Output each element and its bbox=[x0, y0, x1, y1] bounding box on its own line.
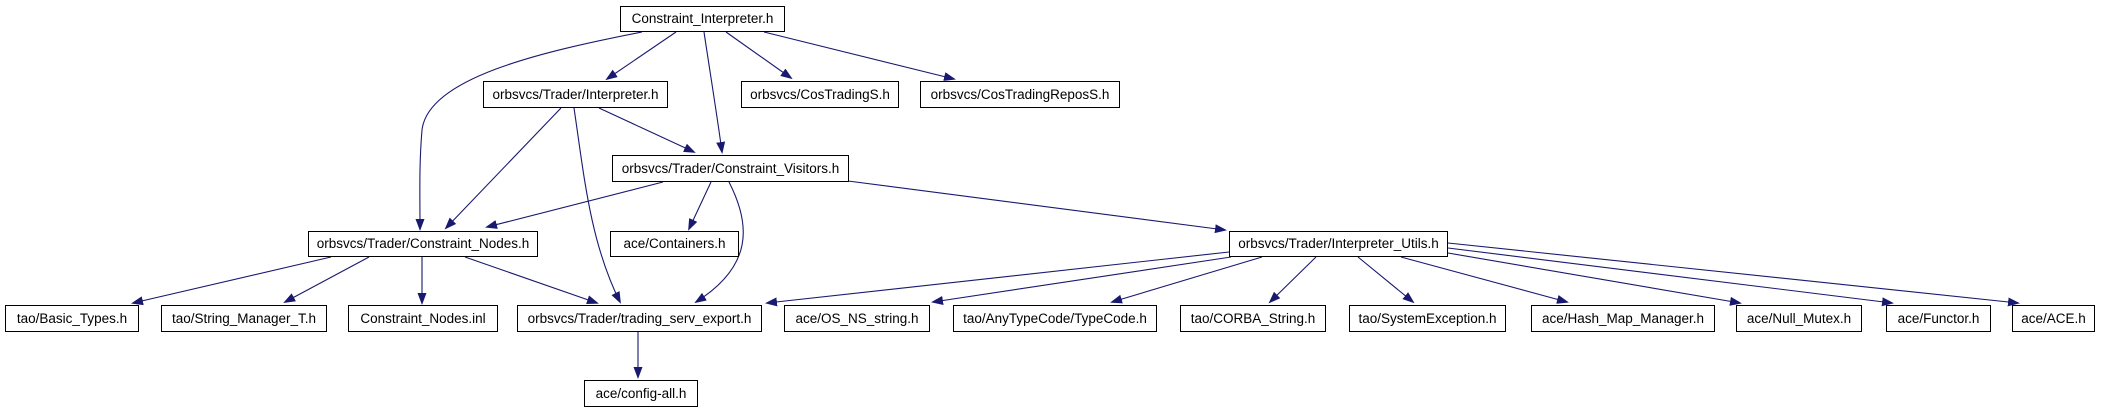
node-label: tao/CORBA_String.h bbox=[1190, 310, 1316, 326]
node-ace-os-ns-string: ace/OS_NS_string.h bbox=[784, 305, 930, 332]
edge-constraint-visitors-to-constraint-nodes bbox=[485, 181, 664, 229]
edge-interpreter-utils-to-trading-serv-export bbox=[765, 251, 1230, 307]
node-ace-ace: ace/ACE.h bbox=[2012, 305, 2095, 332]
node-label: orbsvcs/CosTradingS.h bbox=[750, 86, 890, 102]
edge-constraint-interpreter-to-trader-interpreter bbox=[605, 31, 677, 81]
node-tao-string-manager: tao/String_Manager_T.h bbox=[161, 305, 327, 332]
edge-constraint-nodes-to-tao-string-manager bbox=[283, 256, 370, 303]
node-label: tao/SystemException.h bbox=[1358, 310, 1497, 326]
node-ace-functor: ace/Functor.h bbox=[1886, 305, 1991, 332]
edge-interpreter-utils-to-tao-corba-string bbox=[1268, 256, 1317, 304]
node-label: ace/Hash_Map_Manager.h bbox=[1541, 310, 1705, 326]
node-label: ace/Null_Mutex.h bbox=[1746, 310, 1852, 326]
edge-constraint-interpreter-to-costradings bbox=[725, 31, 793, 80]
edge-constraint-interpreter-to-constraint-visitors bbox=[703, 31, 726, 154]
node-tao-typecode: tao/AnyTypeCode/TypeCode.h bbox=[953, 305, 1157, 332]
node-constraint-nodes-inl[interactable]: Constraint_Nodes.inl bbox=[348, 305, 498, 332]
node-constraint-visitors[interactable]: orbsvcs/Trader/Constraint_Visitors.h bbox=[612, 155, 849, 182]
node-ace-null-mutex: ace/Null_Mutex.h bbox=[1736, 305, 1862, 332]
edge-interpreter-utils-to-ace-functor bbox=[1447, 247, 1894, 307]
node-ace-config-all: ace/config-all.h bbox=[584, 380, 698, 407]
edge-trader-interpreter-to-trading-serv-export bbox=[573, 107, 621, 304]
node-label: tao/Basic_Types.h bbox=[16, 310, 128, 326]
node-trading-serv-export[interactable]: orbsvcs/Trader/trading_serv_export.h bbox=[517, 305, 762, 332]
node-label: orbsvcs/Trader/Constraint_Nodes.h bbox=[316, 236, 530, 252]
node-label: orbsvcs/Trader/Constraint_Visitors.h bbox=[621, 160, 840, 176]
node-label: Constraint_Nodes.inl bbox=[360, 310, 486, 326]
node-label: orbsvcs/Trader/Interpreter.h bbox=[492, 86, 659, 102]
node-label: tao/AnyTypeCode/TypeCode.h bbox=[963, 310, 1147, 326]
node-costradingreposs: orbsvcs/CosTradingReposS.h bbox=[920, 81, 1120, 108]
node-label: orbsvcs/CosTradingReposS.h bbox=[930, 86, 1110, 102]
edge-constraint-nodes-to-tao-basic-types bbox=[131, 256, 332, 306]
edge-constraint-visitors-to-ace-containers bbox=[688, 181, 712, 231]
node-label: tao/String_Manager_T.h bbox=[171, 310, 317, 326]
node-constraint-nodes[interactable]: orbsvcs/Trader/Constraint_Nodes.h bbox=[308, 231, 538, 257]
node-tao-basic-types: tao/Basic_Types.h bbox=[5, 305, 139, 332]
node-label: orbsvcs/Trader/Interpreter_Utils.h bbox=[1238, 236, 1439, 252]
node-label: ace/ACE.h bbox=[2021, 310, 2086, 326]
node-constraint-interpreter: Constraint_Interpreter.h bbox=[620, 6, 785, 32]
edge-interpreter-utils-to-ace-hash-map-manager bbox=[1400, 256, 1569, 304]
node-tao-systemexception: tao/SystemException.h bbox=[1349, 305, 1506, 332]
node-label: ace/Containers.h bbox=[623, 236, 726, 252]
node-label: orbsvcs/Trader/trading_serv_export.h bbox=[527, 310, 752, 326]
edge-constraint-interpreter-to-constraint-nodes bbox=[415, 31, 643, 231]
edge-trader-interpreter-to-constraint-nodes bbox=[444, 107, 562, 230]
node-trader-interpreter[interactable]: orbsvcs/Trader/Interpreter.h bbox=[483, 81, 668, 108]
node-tao-corba-string: tao/CORBA_String.h bbox=[1180, 305, 1326, 332]
edge-constraint-visitors-to-interpreter-utils bbox=[847, 180, 1227, 234]
edge-trader-interpreter-to-constraint-visitors bbox=[598, 107, 696, 153]
node-label: Constraint_Interpreter.h bbox=[631, 11, 774, 27]
node-interpreter-utils[interactable]: orbsvcs/Trader/Interpreter_Utils.h bbox=[1229, 231, 1448, 257]
node-costradings: orbsvcs/CosTradingS.h bbox=[741, 81, 899, 108]
node-label: ace/Functor.h bbox=[1897, 310, 1980, 326]
edge-constraint-interpreter-to-costradingreposs bbox=[763, 31, 956, 81]
edge-interpreter-utils-to-ace-os-ns-string bbox=[931, 256, 1232, 305]
edge-interpreter-utils-to-ace-null-mutex bbox=[1447, 252, 1742, 306]
edge-interpreter-utils-to-tao-typecode bbox=[1110, 256, 1263, 304]
edge-interpreter-utils-to-ace-ace bbox=[1447, 242, 2020, 307]
node-ace-hash-map-manager: ace/Hash_Map_Manager.h bbox=[1531, 305, 1715, 332]
node-label: ace/OS_NS_string.h bbox=[795, 310, 919, 326]
edge-constraint-nodes-to-trading-serv-export bbox=[464, 256, 599, 304]
node-label: ace/config-all.h bbox=[595, 385, 687, 401]
node-ace-containers: ace/Containers.h bbox=[610, 231, 739, 257]
edge-interpreter-utils-to-tao-systemexception bbox=[1357, 256, 1415, 304]
